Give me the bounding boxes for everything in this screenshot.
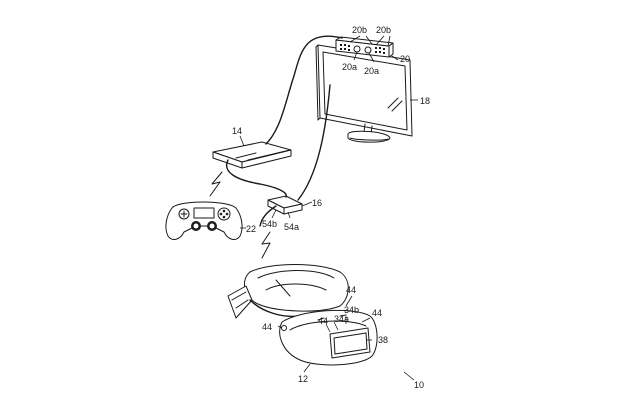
label-camera: 20	[400, 54, 410, 64]
label-camera-lens-right: 20a	[364, 66, 379, 76]
head-mounted-display	[227, 264, 378, 366]
label-camera-lens-left: 20a	[342, 62, 357, 72]
label-hmd-marker-left: 44	[262, 322, 272, 332]
label-hmd-marker-top: 44	[346, 285, 356, 295]
label-processor-port-b: 54b	[262, 219, 277, 229]
label-system: 10	[414, 380, 424, 390]
cables	[225, 35, 343, 227]
label-hmd-marker-right: 44	[372, 308, 382, 318]
camera-vents	[340, 44, 385, 54]
wireless-link-hmd-icon	[261, 231, 271, 259]
display-monitor	[315, 44, 413, 143]
label-hmd-marker-mid: 44	[318, 316, 328, 326]
game-console	[212, 141, 292, 169]
controller-dpad	[178, 208, 190, 220]
label-hmd: 12	[298, 374, 308, 384]
camera-unit	[335, 36, 394, 58]
label-hmd-sensor-a: 34a	[334, 314, 349, 324]
controller	[165, 201, 243, 240]
reference-labels: 20b 20b 20 20a 20a 18 14 16 54b 54a 22 4…	[232, 25, 430, 390]
label-camera-light-left: 20b	[352, 25, 367, 35]
label-controller: 22	[246, 224, 256, 234]
wireless-link-controller-icon	[209, 171, 223, 197]
label-processor-port-a: 54a	[284, 222, 299, 232]
label-camera-light-right: 20b	[376, 25, 391, 35]
processing-unit	[267, 195, 303, 215]
camera-lens-right	[364, 46, 372, 54]
leader-lines	[239, 35, 418, 381]
controller-face-buttons	[217, 207, 231, 221]
label-processor: 16	[312, 198, 322, 208]
camera-lens-left	[353, 45, 361, 53]
label-hmd-visor: 38	[378, 335, 388, 345]
label-console: 14	[232, 126, 242, 136]
label-hmd-sensor-b: 34b	[344, 305, 359, 315]
label-display: 18	[420, 96, 430, 106]
